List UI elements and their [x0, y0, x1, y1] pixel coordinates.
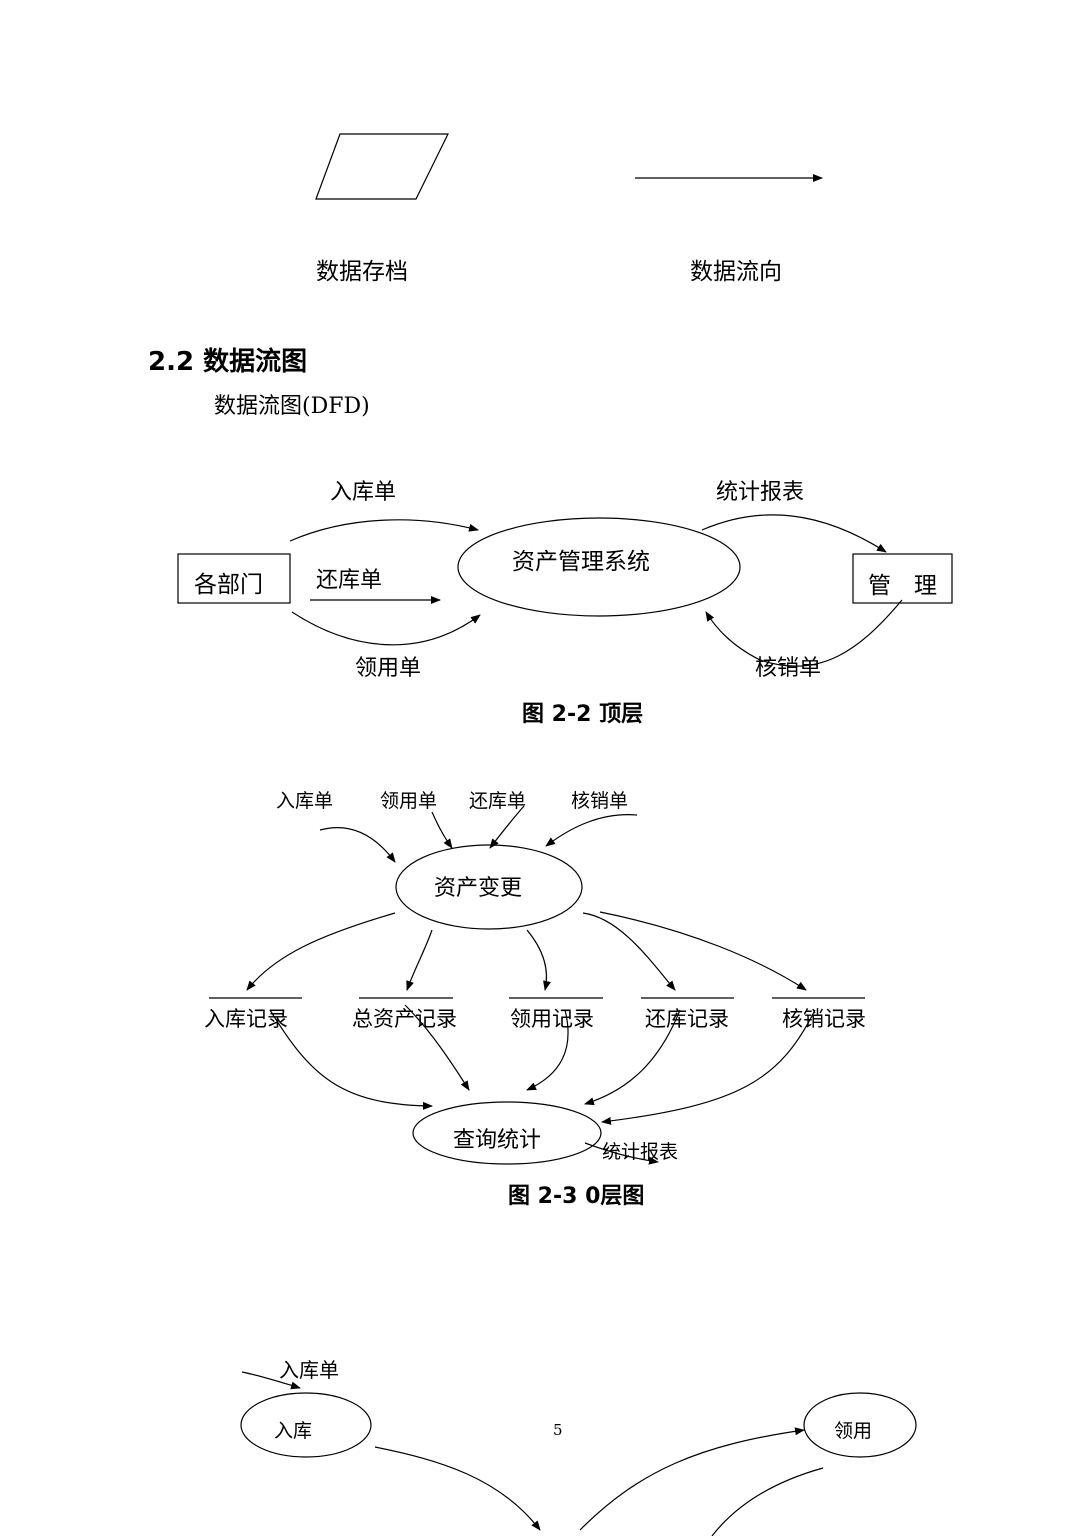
section-intro: 数据流图(DFD)	[214, 394, 370, 419]
process-query-statistics-label: 查询统计	[453, 1128, 541, 1153]
store-inbound-records-label: 入库记录	[204, 1007, 288, 1031]
entity-departments-label: 各部门	[194, 572, 263, 598]
flow-writeoff-slip	[705, 599, 903, 667]
l0-input-inbound: 入库单	[276, 790, 333, 812]
process-query-statistics	[412, 1101, 602, 1165]
l0-flow-inbound	[319, 827, 396, 863]
flow-inbound-slip	[289, 519, 479, 542]
flow-inbound-slip-label: 入库单	[330, 480, 396, 505]
l0-flow-to-return-records	[582, 912, 676, 991]
l0-flow-requisition	[431, 811, 453, 849]
l1-flow-inbound-down	[374, 1446, 541, 1531]
process-asset-system-label: 资产管理系统	[512, 549, 650, 575]
flow-requisition-slip-label: 领用单	[355, 656, 421, 681]
l0-flow-to-requisition-records	[526, 929, 551, 991]
l0-flow-total-to-query	[404, 1004, 470, 1091]
flow-writeoff-slip-label: 核销单	[755, 656, 821, 681]
section-heading: 2.2 数据流图	[148, 347, 307, 377]
flow-statistics-report	[701, 514, 887, 553]
data-flow-legend-label: 数据流向	[690, 259, 782, 285]
l0-input-return: 还库单	[469, 790, 526, 812]
entity-management	[852, 553, 953, 604]
process-inbound-label: 入库	[274, 1420, 312, 1442]
l1-input-label: 入库单	[279, 1358, 339, 1382]
l0-flow-to-inbound-records	[246, 912, 396, 991]
entity-management-label: 管 理	[868, 573, 937, 599]
l0-flow-inbound-to-query	[269, 1009, 433, 1110]
l1-flow-inbound-slip	[241, 1371, 301, 1390]
l0-input-requisition: 领用单	[380, 790, 437, 812]
l0-flow-writeoff	[545, 814, 638, 847]
flow-requisition-slip	[291, 611, 481, 646]
l0-input-writeoff: 核销单	[571, 790, 628, 812]
l0-flow-to-total-records	[406, 929, 433, 991]
process-asset-change-label: 资产变更	[434, 876, 522, 901]
l1-flow-to-requisition	[579, 1427, 805, 1531]
store-return-records-label: 还库记录	[645, 1007, 729, 1031]
process-asset-change	[395, 844, 583, 930]
process-inbound	[240, 1392, 372, 1458]
figure-caption-top-level: 图 2-2 顶层	[522, 702, 643, 727]
flow-statistics-report-label: 统计报表	[716, 480, 804, 505]
process-requisition-label: 领用	[834, 1420, 872, 1442]
flow-return-slip-label: 还库单	[316, 568, 382, 593]
l0-flow-return	[489, 805, 525, 849]
l0-flow-statistics-output	[584, 1142, 659, 1165]
store-total-asset-records-label: 总资产记录	[352, 1007, 457, 1031]
l0-flow-writeoff-to-query	[601, 1009, 816, 1125]
l1-flow-requisition-down	[711, 1467, 824, 1536]
figure-caption-level0: 图 2-3 0层图	[508, 1184, 644, 1209]
l0-flow-return-to-query	[584, 1009, 681, 1106]
process-asset-system	[457, 517, 741, 617]
process-requisition	[803, 1392, 917, 1458]
l0-flow-to-writeoff-records	[599, 911, 807, 991]
store-writeoff-records-label: 核销记录	[782, 1007, 866, 1031]
data-store-legend-label: 数据存档	[316, 259, 408, 285]
data-store-symbol	[315, 133, 449, 200]
l0-output-report-label: 统计报表	[602, 1141, 678, 1163]
l0-flow-requisition-to-query	[526, 1009, 569, 1091]
entity-departments	[177, 553, 291, 604]
store-requisition-records-label: 领用记录	[510, 1007, 594, 1031]
page-number: 5	[553, 1421, 563, 1439]
